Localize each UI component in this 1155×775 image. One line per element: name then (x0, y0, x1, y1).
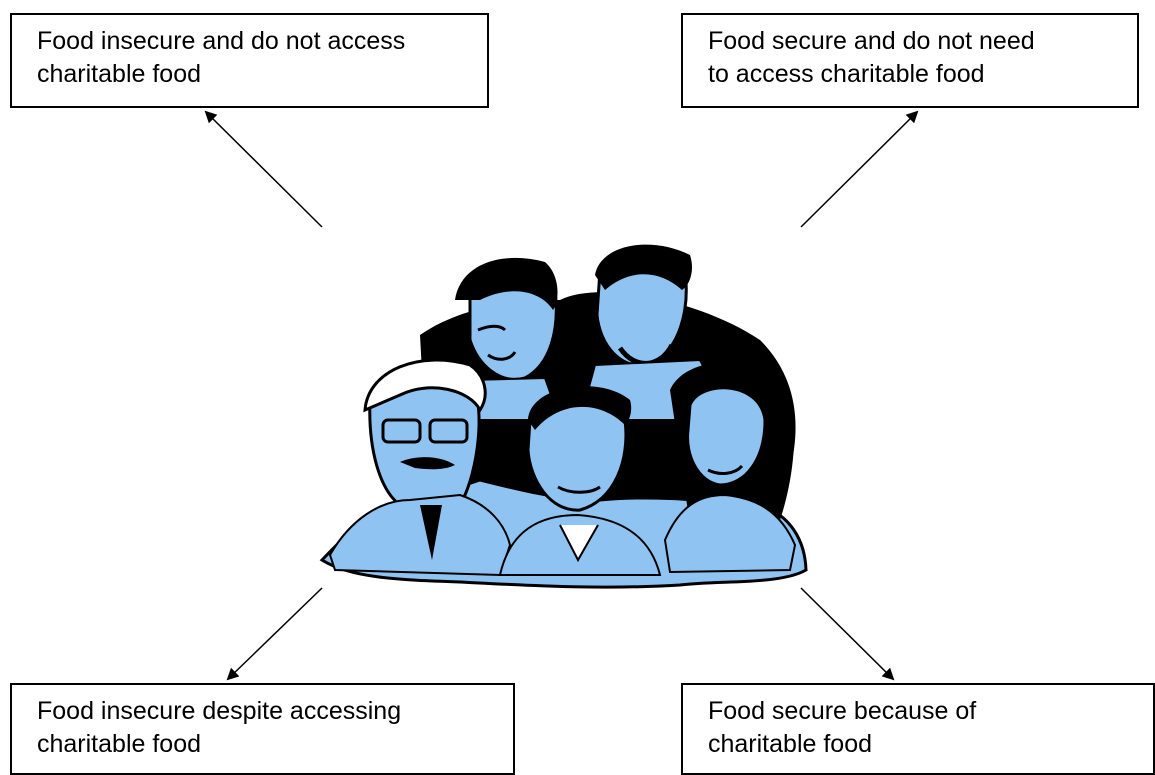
arrow-to-top-left (204, 110, 323, 228)
arrow-to-bottom-right (800, 587, 895, 681)
box-line-2: to access charitable food (708, 60, 985, 88)
box-line-2: charitable food (708, 730, 873, 758)
box-line-1: Food insecure and do not access (37, 27, 406, 55)
arrow-to-top-right (800, 110, 919, 228)
person-front-left-man (328, 358, 512, 577)
box-line-1: Food secure and do not need (708, 27, 1035, 55)
box-line-2: charitable food (37, 730, 202, 758)
outcome-box-food-secure-no-need: Food secure and do not need to access ch… (681, 13, 1139, 108)
person-front-center-man (498, 386, 662, 576)
box-line-1: Food secure because of (708, 697, 977, 725)
outcome-box-food-insecure-despite-access: Food insecure despite accessing charitab… (10, 683, 515, 775)
box-line-1: Food insecure despite accessing (37, 697, 402, 725)
arrow-to-bottom-left (226, 587, 323, 681)
outcome-box-food-insecure-no-access: Food insecure and do not access charitab… (10, 13, 489, 108)
box-line-2: charitable food (37, 60, 202, 88)
person-right-woman (663, 362, 797, 574)
outcome-box-food-secure-because-of-charity: Food secure because of charitable food (681, 683, 1155, 775)
